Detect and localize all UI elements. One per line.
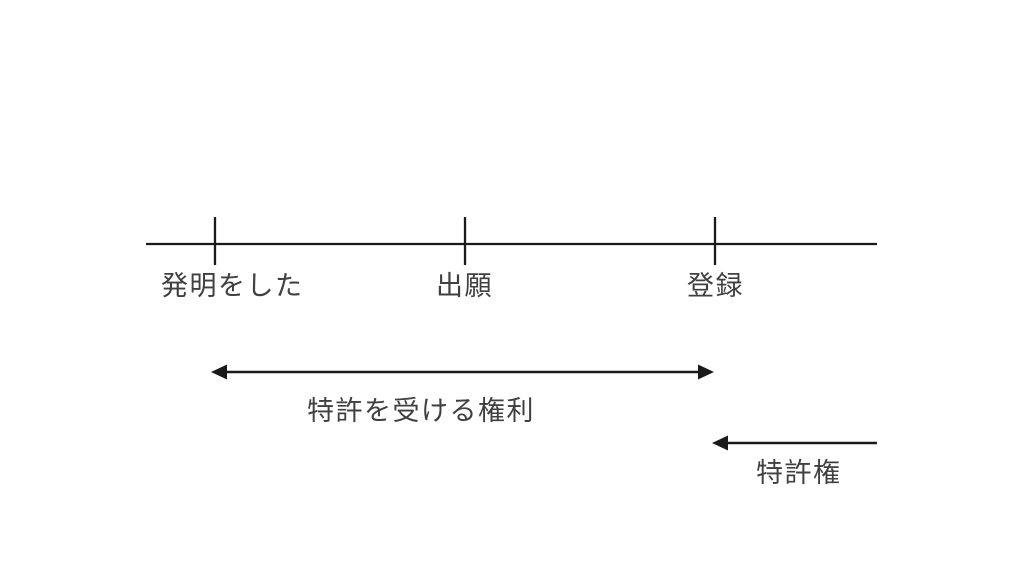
arrowhead-right-icon <box>698 364 714 380</box>
span-label-patent-right: 特許権 <box>756 458 842 488</box>
right-to-obtain-patent-arrow <box>211 364 714 380</box>
event-label-registration: 登録 <box>687 271 744 301</box>
patent-right-arrow <box>712 435 877 451</box>
arrowhead-left-icon <box>211 364 227 380</box>
span-label-right-to-obtain-patent: 特許を受ける権利 <box>307 396 535 426</box>
arrowhead-left-icon <box>712 435 728 451</box>
event-label-application: 出願 <box>436 271 493 301</box>
event-label-invention: 発明をした <box>161 271 304 301</box>
